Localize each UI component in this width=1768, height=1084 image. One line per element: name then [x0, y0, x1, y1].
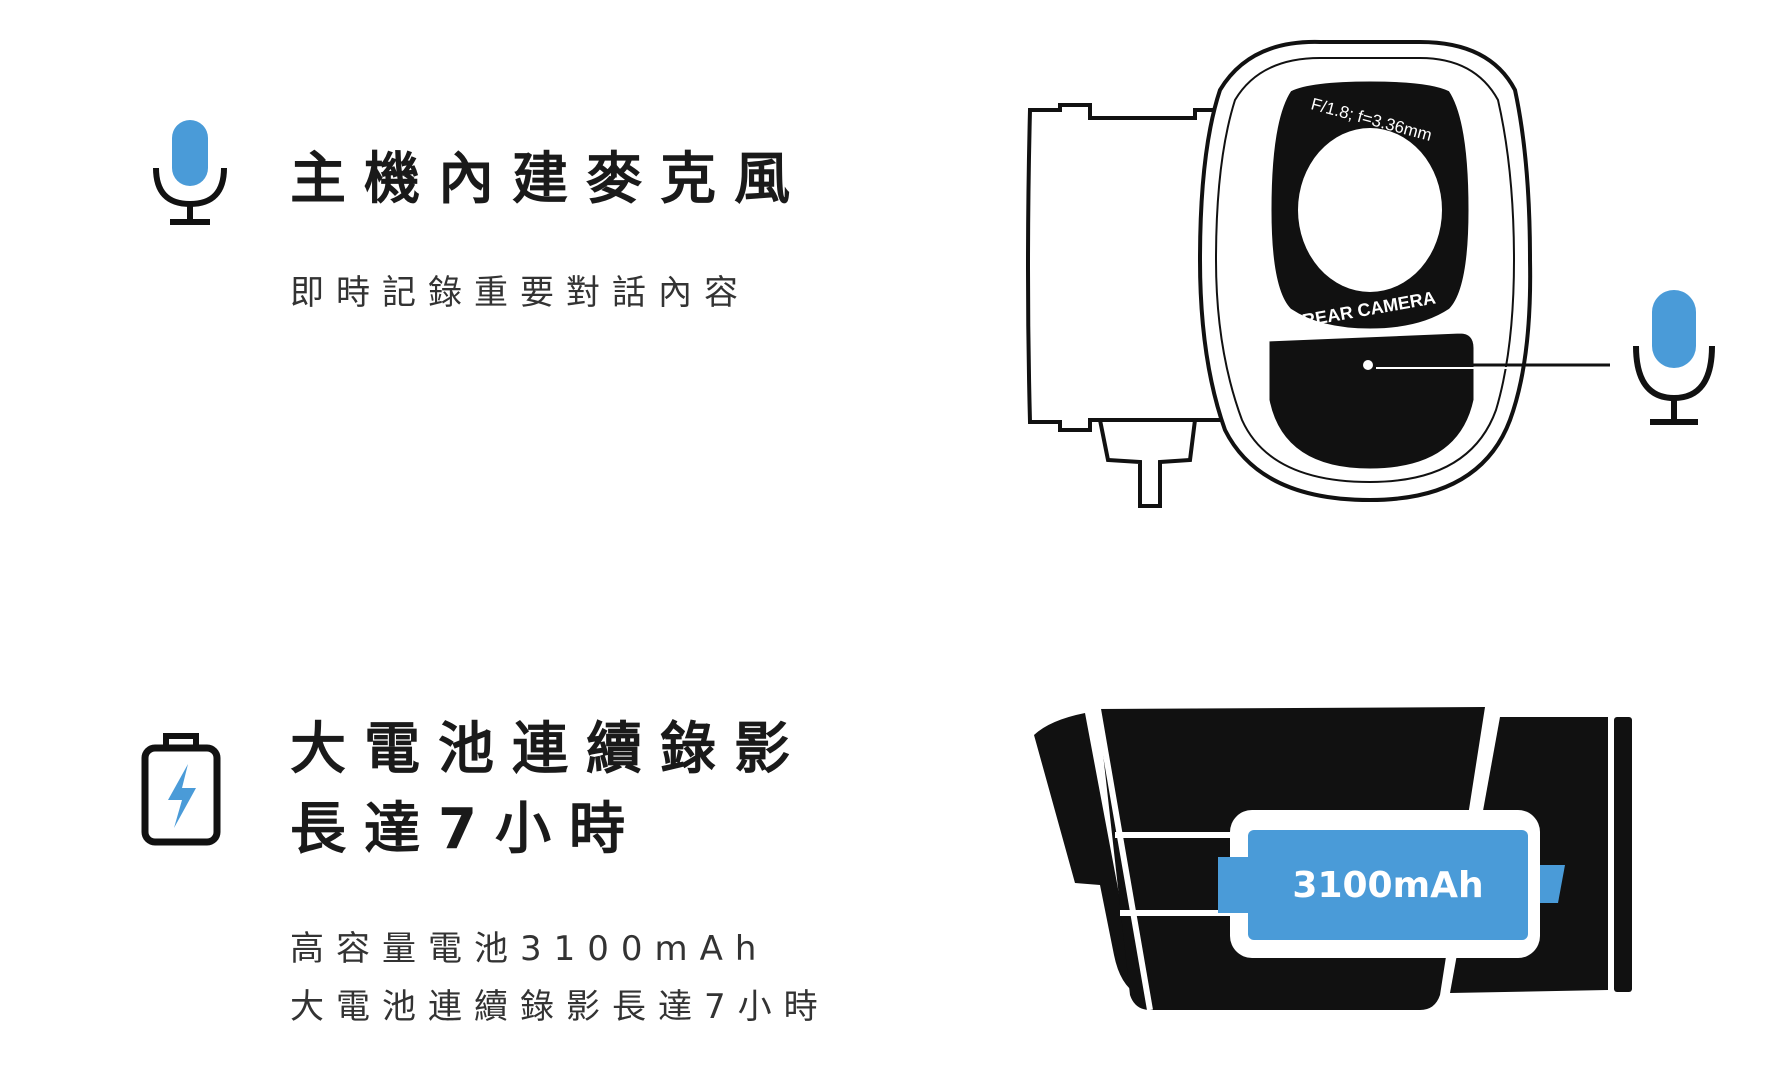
camera-rear-illustration: F/1.8; f=3.36mm REAR CAMERA — [1020, 30, 1750, 510]
battery-title-line-2: 長達7小時 — [290, 797, 643, 862]
microphone-icon — [150, 118, 230, 228]
microphone-icon — [1633, 290, 1715, 425]
battery-feature-title: 大電池連續錄影 長達7小時 — [290, 710, 808, 870]
battery-desc-line-1: 高容量電池3100mAh — [290, 929, 769, 969]
battery-capacity-label: 3100mAh — [1292, 865, 1483, 906]
mic-feature-title: 主機內建麥克風 — [290, 147, 808, 212]
camera-battery-illustration: 3100mAh — [1030, 705, 1640, 1020]
battery-feature-description: 高容量電池3100mAh 大電池連續錄影長達7小時 — [290, 920, 830, 1036]
battery-title-line-1: 大電池連續錄影 — [290, 717, 808, 782]
battery-desc-line-2: 大電池連續錄影長達7小時 — [290, 987, 830, 1027]
battery-charging-icon — [140, 732, 222, 848]
mic-feature-description: 即時記錄重要對話內容 — [290, 273, 750, 313]
